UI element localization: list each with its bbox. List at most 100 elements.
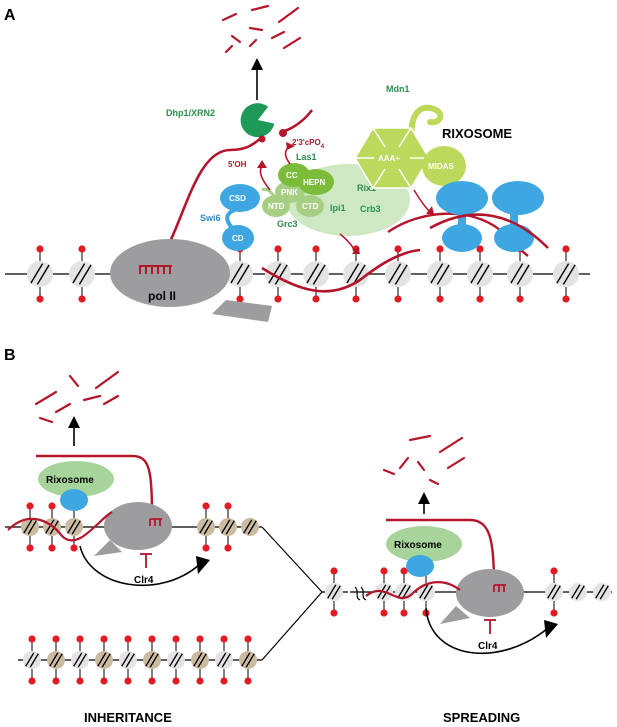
- nucleosome: [95, 635, 113, 685]
- nucleosome: [241, 518, 259, 536]
- h3k9me-mark: [78, 245, 86, 253]
- rna-fragments-b-right: [382, 434, 466, 486]
- nucleosome: [303, 245, 329, 303]
- h3k9me-mark: [312, 245, 320, 253]
- h3k9me-mark: [48, 502, 56, 510]
- rna-5prime-end: [258, 135, 266, 143]
- h3k9me-mark: [236, 295, 244, 303]
- nucleosome: [427, 245, 453, 303]
- h3k9me-mark: [224, 544, 232, 552]
- h3k9me-mark: [400, 567, 408, 575]
- grc3-label: Grc3: [277, 219, 298, 229]
- h3k9me-mark: [148, 635, 156, 643]
- h3k9me-mark: [476, 245, 484, 253]
- ipi1-label: Ipi1: [330, 203, 346, 213]
- degradation-arrow-b-right: [418, 492, 430, 514]
- replication-fork: [261, 526, 323, 661]
- h3k9me-mark: [36, 295, 44, 303]
- fiber-break-1: [354, 586, 361, 601]
- h3k9me-mark: [76, 677, 84, 685]
- h3k9me-mark: [124, 677, 132, 685]
- crb3-label: Crb3: [360, 204, 381, 214]
- nucleosome: [69, 245, 95, 303]
- mdn1-protein: [354, 104, 466, 189]
- h3k9me-mark: [196, 677, 204, 685]
- h3k9me-mark: [36, 245, 44, 253]
- nucleosome: [467, 245, 493, 303]
- swi6-b-left: [60, 489, 88, 511]
- h3k9me-mark: [26, 544, 34, 552]
- pol-ii-b-right: [440, 569, 524, 624]
- h3k9me-mark: [476, 295, 484, 303]
- clr4-arrow-left: [79, 545, 201, 587]
- h3k9me-mark: [330, 609, 338, 617]
- h3k9me-mark: [562, 295, 570, 303]
- h3k9me-mark: [196, 635, 204, 643]
- cleavage-arrowhead-cpo4: [286, 142, 295, 150]
- h3k9me-mark: [70, 544, 78, 552]
- swi6-protein: [220, 184, 260, 251]
- pnk-label: PNK: [281, 188, 298, 197]
- pol-ii-label: pol II: [148, 289, 176, 303]
- clr4-right-label: Clr4: [478, 641, 498, 652]
- clr4-arrowhead-left: [196, 556, 210, 574]
- clr4-arrowhead-right: [544, 620, 558, 638]
- h3k9me-mark: [52, 677, 60, 685]
- nucleosome: [227, 245, 253, 303]
- swi6-label: Swi6: [200, 213, 221, 223]
- h3k9me-mark: [550, 567, 558, 575]
- cc-label: CC: [286, 171, 298, 180]
- midas-label: MIDAS: [428, 162, 454, 171]
- rna-left-chromatin: [7, 511, 113, 542]
- h3k9me-mark: [224, 502, 232, 510]
- swi6-b-right: [406, 555, 434, 577]
- nucleosome: [507, 245, 533, 303]
- rixosome-title: RIXOSOME: [442, 126, 512, 141]
- csd-label: CSD: [229, 194, 246, 203]
- rna-fragments-a: [221, 4, 302, 54]
- pol-ii-complex: [110, 239, 272, 322]
- arrow-to-rna: [339, 233, 357, 253]
- nucleosome: [71, 635, 89, 685]
- h3k9me-mark: [394, 245, 402, 253]
- h3k9me-mark: [380, 609, 388, 617]
- rna-along-chromatin: [261, 248, 421, 293]
- h3k9me-mark: [274, 245, 282, 253]
- nucleosome: [239, 635, 257, 685]
- h3k9me-mark: [400, 609, 408, 617]
- nucleosome: [545, 567, 563, 617]
- rna-3prime-fragment: [281, 109, 314, 134]
- nucleosome: [191, 635, 209, 685]
- hepn-label: HEPN: [303, 178, 325, 187]
- spreading-label: SPREADING: [443, 710, 520, 725]
- rna-right-chromatin: [365, 581, 461, 600]
- rixosome-right: [386, 526, 462, 562]
- h3k9me-mark: [220, 677, 228, 685]
- arrow-to-swi6: [413, 189, 431, 213]
- h3k9me-mark: [100, 677, 108, 685]
- cd-label: CD: [232, 234, 244, 243]
- h3k9me-mark: [172, 635, 180, 643]
- swi6-cluster: [436, 181, 544, 252]
- degradation-arrow-b-left: [68, 416, 80, 446]
- h3k9me-mark: [220, 635, 228, 643]
- nucleosome: [27, 245, 53, 303]
- h3k9me-mark: [244, 635, 252, 643]
- grc3-protein: [261, 181, 324, 217]
- pol-ii-b-left: [94, 502, 172, 556]
- clr4-left-label: Clr4: [134, 575, 154, 586]
- h3k9me-mark: [124, 635, 132, 643]
- nucleosome: [47, 635, 65, 685]
- h3k9me-mark: [436, 295, 444, 303]
- mdn1-label: Mdn1: [386, 84, 410, 94]
- nucleosome: [215, 635, 233, 685]
- rna-left-top: [36, 454, 154, 521]
- rna-fragments-b-left: [34, 370, 120, 424]
- cleavage-arrowhead-5oh: [257, 160, 267, 168]
- panel-label-b: B: [4, 347, 16, 364]
- nucleosome: [395, 567, 413, 617]
- nucleosome: [569, 583, 587, 601]
- h3k9me-mark: [352, 295, 360, 303]
